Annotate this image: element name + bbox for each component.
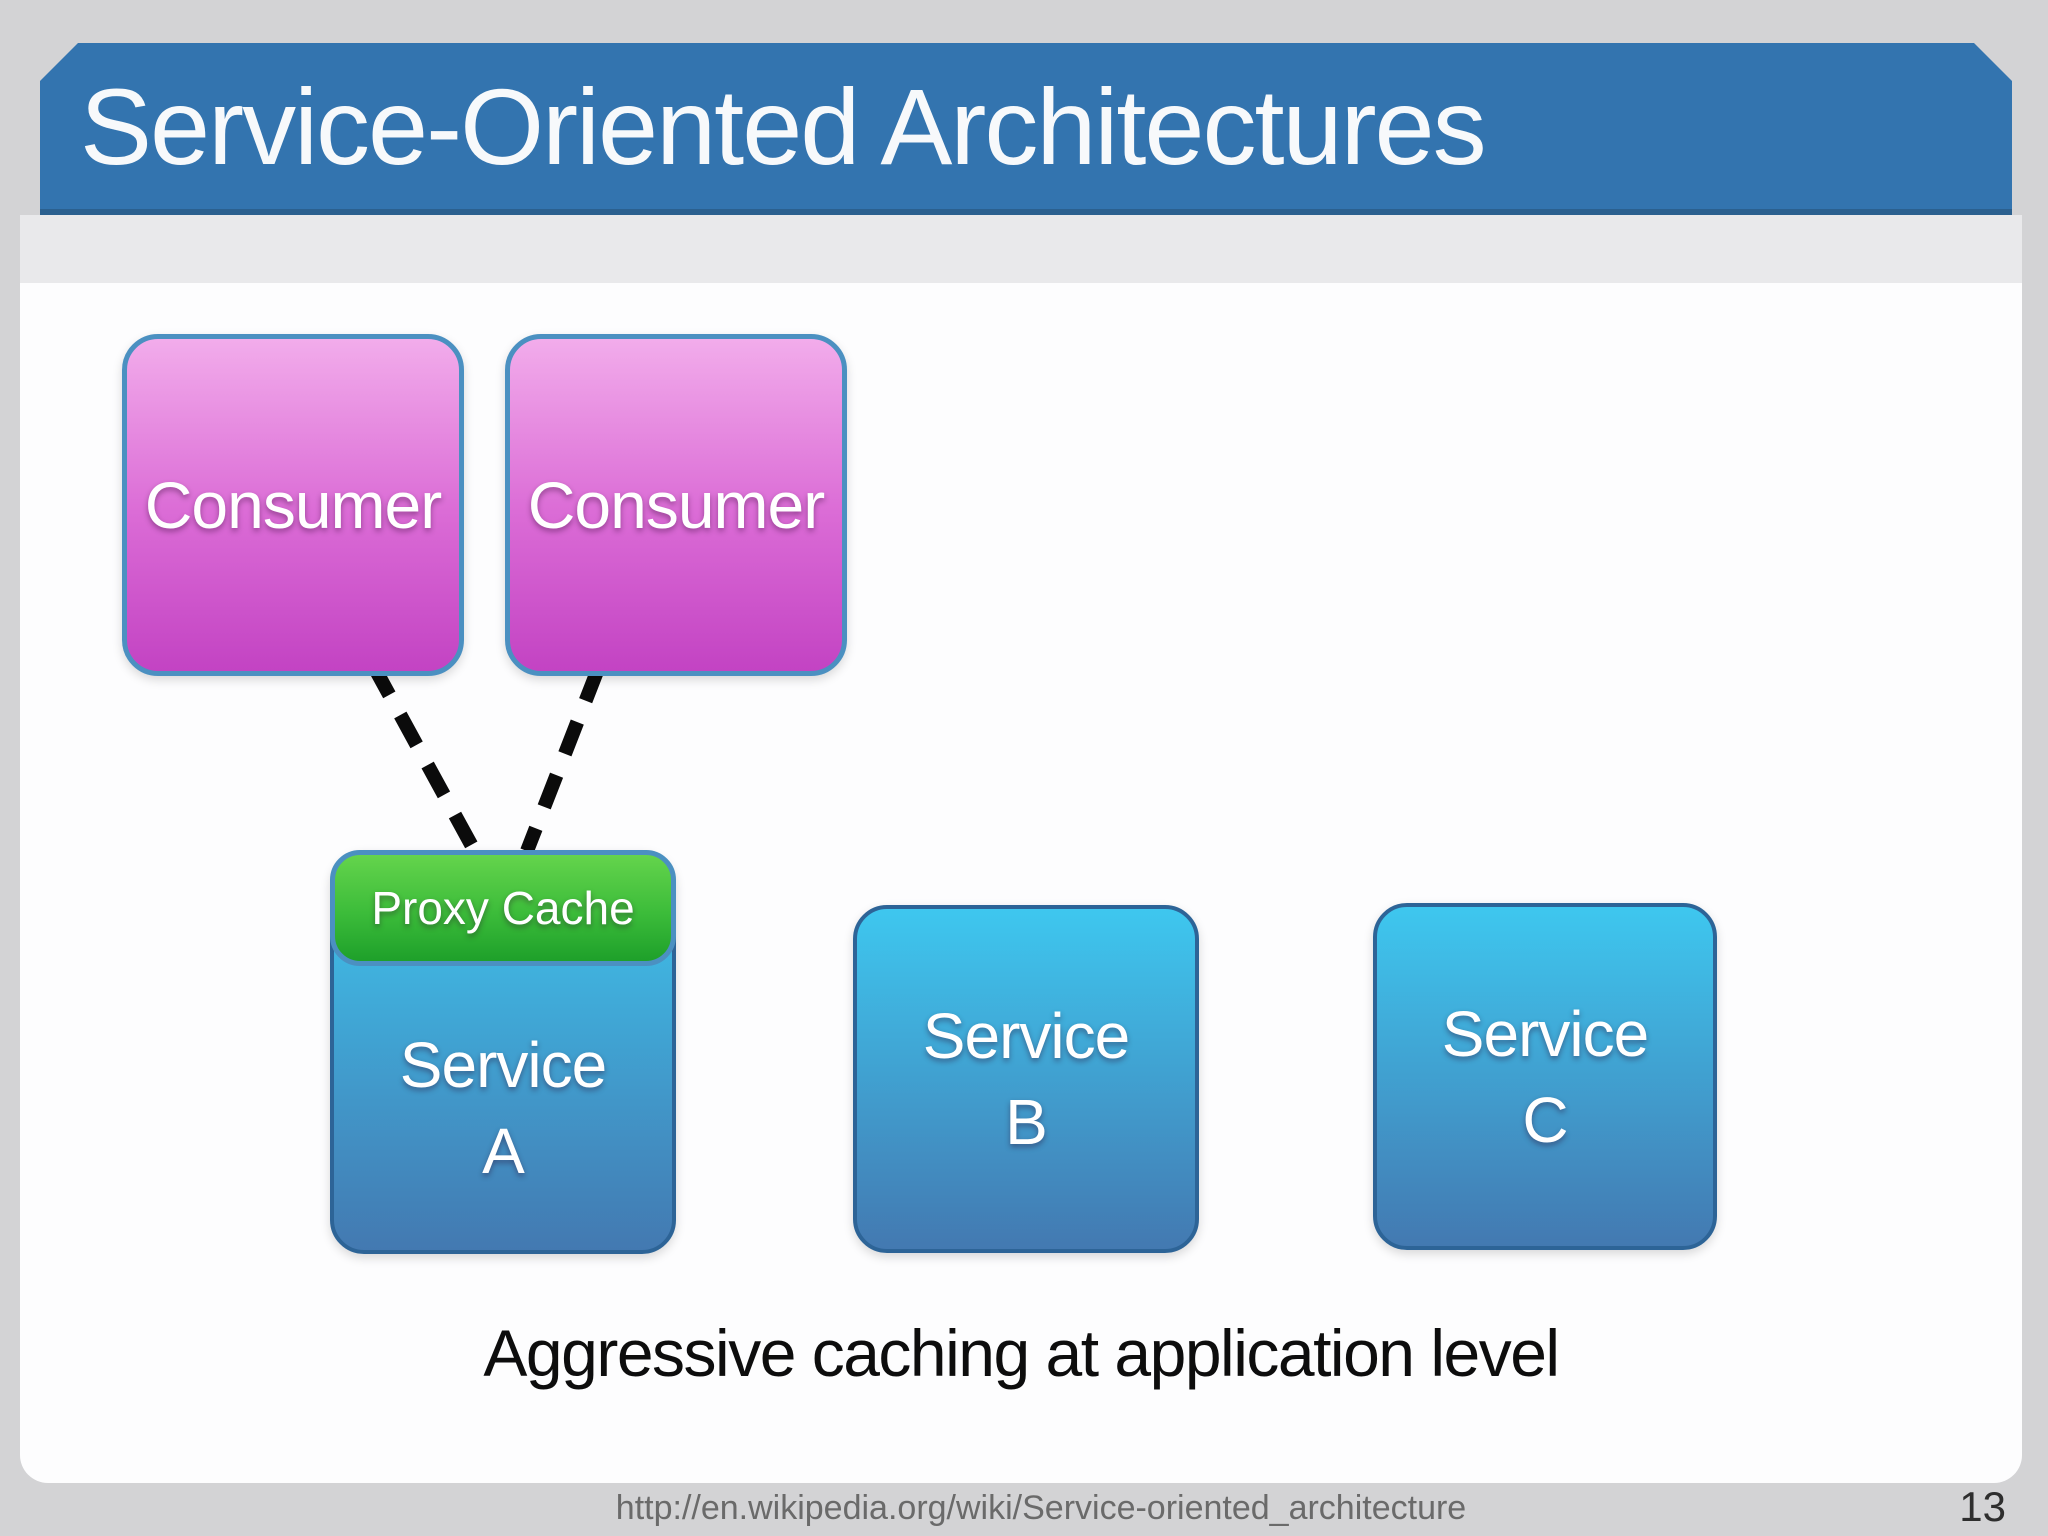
service-c-line1: Service	[1441, 997, 1649, 1070]
service-a-box: Proxy Cache Service A	[330, 850, 676, 1254]
slide-content-card: Consumer Consumer Proxy Cache Service A …	[20, 283, 2022, 1483]
consumer-box-2: Consumer	[505, 334, 847, 676]
page-number: 13	[1959, 1483, 2006, 1530]
service-c-label: Service C	[1377, 907, 1713, 1246]
service-a-line2: A	[482, 1115, 525, 1187]
slide-caption: Aggressive caching at application level	[483, 1315, 1560, 1390]
service-c-line2: C	[1522, 1083, 1568, 1156]
service-b-box: Service B	[853, 905, 1199, 1253]
source-url: http://en.wikipedia.org/wiki/Service-ori…	[615, 1489, 1467, 1527]
consumer-2-label: Consumer	[527, 468, 825, 542]
proxy-cache-box: Proxy Cache	[330, 850, 676, 966]
consumer-1-label: Consumer	[144, 468, 442, 542]
service-a-label: Service A	[334, 966, 672, 1250]
service-a-line1: Service	[399, 1029, 607, 1101]
page-title: Service-Oriented Architectures	[80, 66, 1485, 187]
service-b-line2: B	[1005, 1086, 1048, 1158]
header-band	[20, 215, 2022, 283]
proxy-cache-label: Proxy Cache	[371, 882, 635, 934]
connector-consumer1-proxy	[366, 661, 486, 863]
title-bar: Service-Oriented Architectures	[40, 43, 2012, 215]
service-b-label: Service B	[857, 909, 1195, 1249]
footer: http://en.wikipedia.org/wiki/Service-ori…	[0, 1483, 2048, 1536]
service-b-line1: Service	[922, 1000, 1130, 1072]
service-c-box: Service C	[1373, 903, 1717, 1250]
consumer-box-1: Consumer	[122, 334, 464, 676]
connector-consumer2-proxy	[520, 666, 605, 854]
